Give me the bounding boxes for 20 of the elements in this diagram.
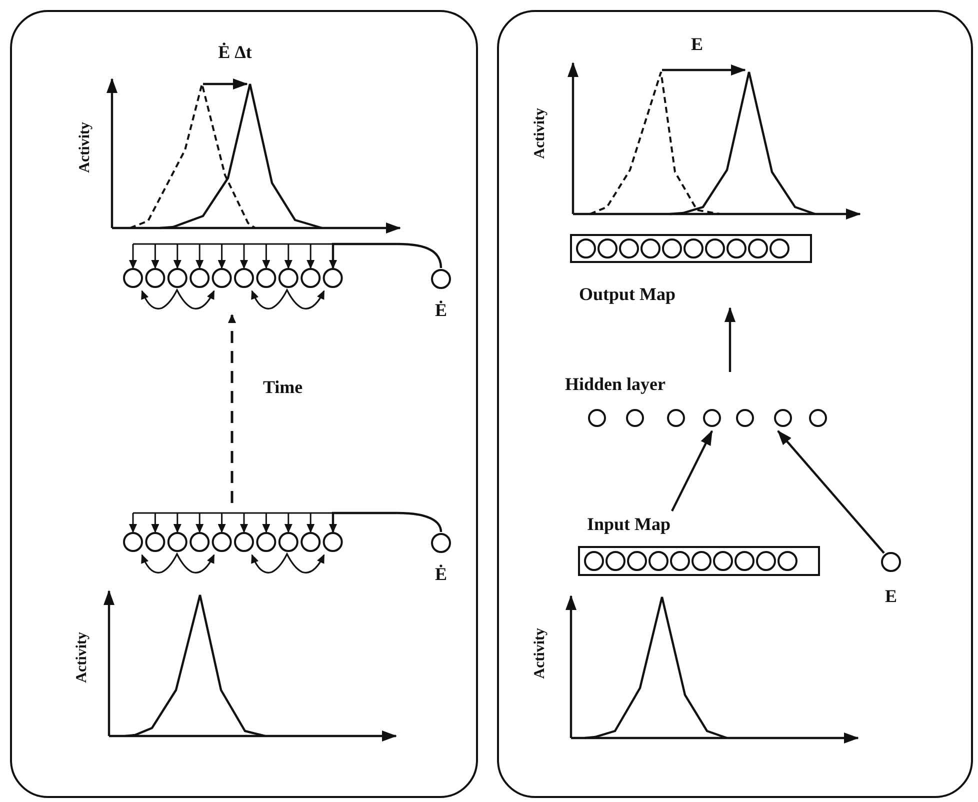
axis-label: Activity xyxy=(531,108,549,159)
arrow xyxy=(724,307,736,372)
arrow xyxy=(228,314,236,503)
axis-label: Activity xyxy=(73,632,91,683)
axis-label: Activity xyxy=(76,122,94,173)
axis-label: Activity xyxy=(531,628,549,679)
symbol-label: E xyxy=(885,585,897,607)
arrow xyxy=(329,512,442,533)
symbol-label: Ė Δt xyxy=(218,41,252,63)
layer-label: Output Map xyxy=(579,283,676,305)
layer-label: Input Map xyxy=(587,513,671,535)
panel-frame xyxy=(10,10,478,798)
arrow xyxy=(671,430,713,512)
arrow xyxy=(329,242,442,269)
arrow xyxy=(777,430,885,554)
layer-label: Hidden layer xyxy=(565,373,666,395)
symbol-label: E xyxy=(691,33,703,55)
symbol-label: Ė xyxy=(435,563,447,585)
symbol-label: Ė xyxy=(435,299,447,321)
panel-frame xyxy=(497,10,973,798)
